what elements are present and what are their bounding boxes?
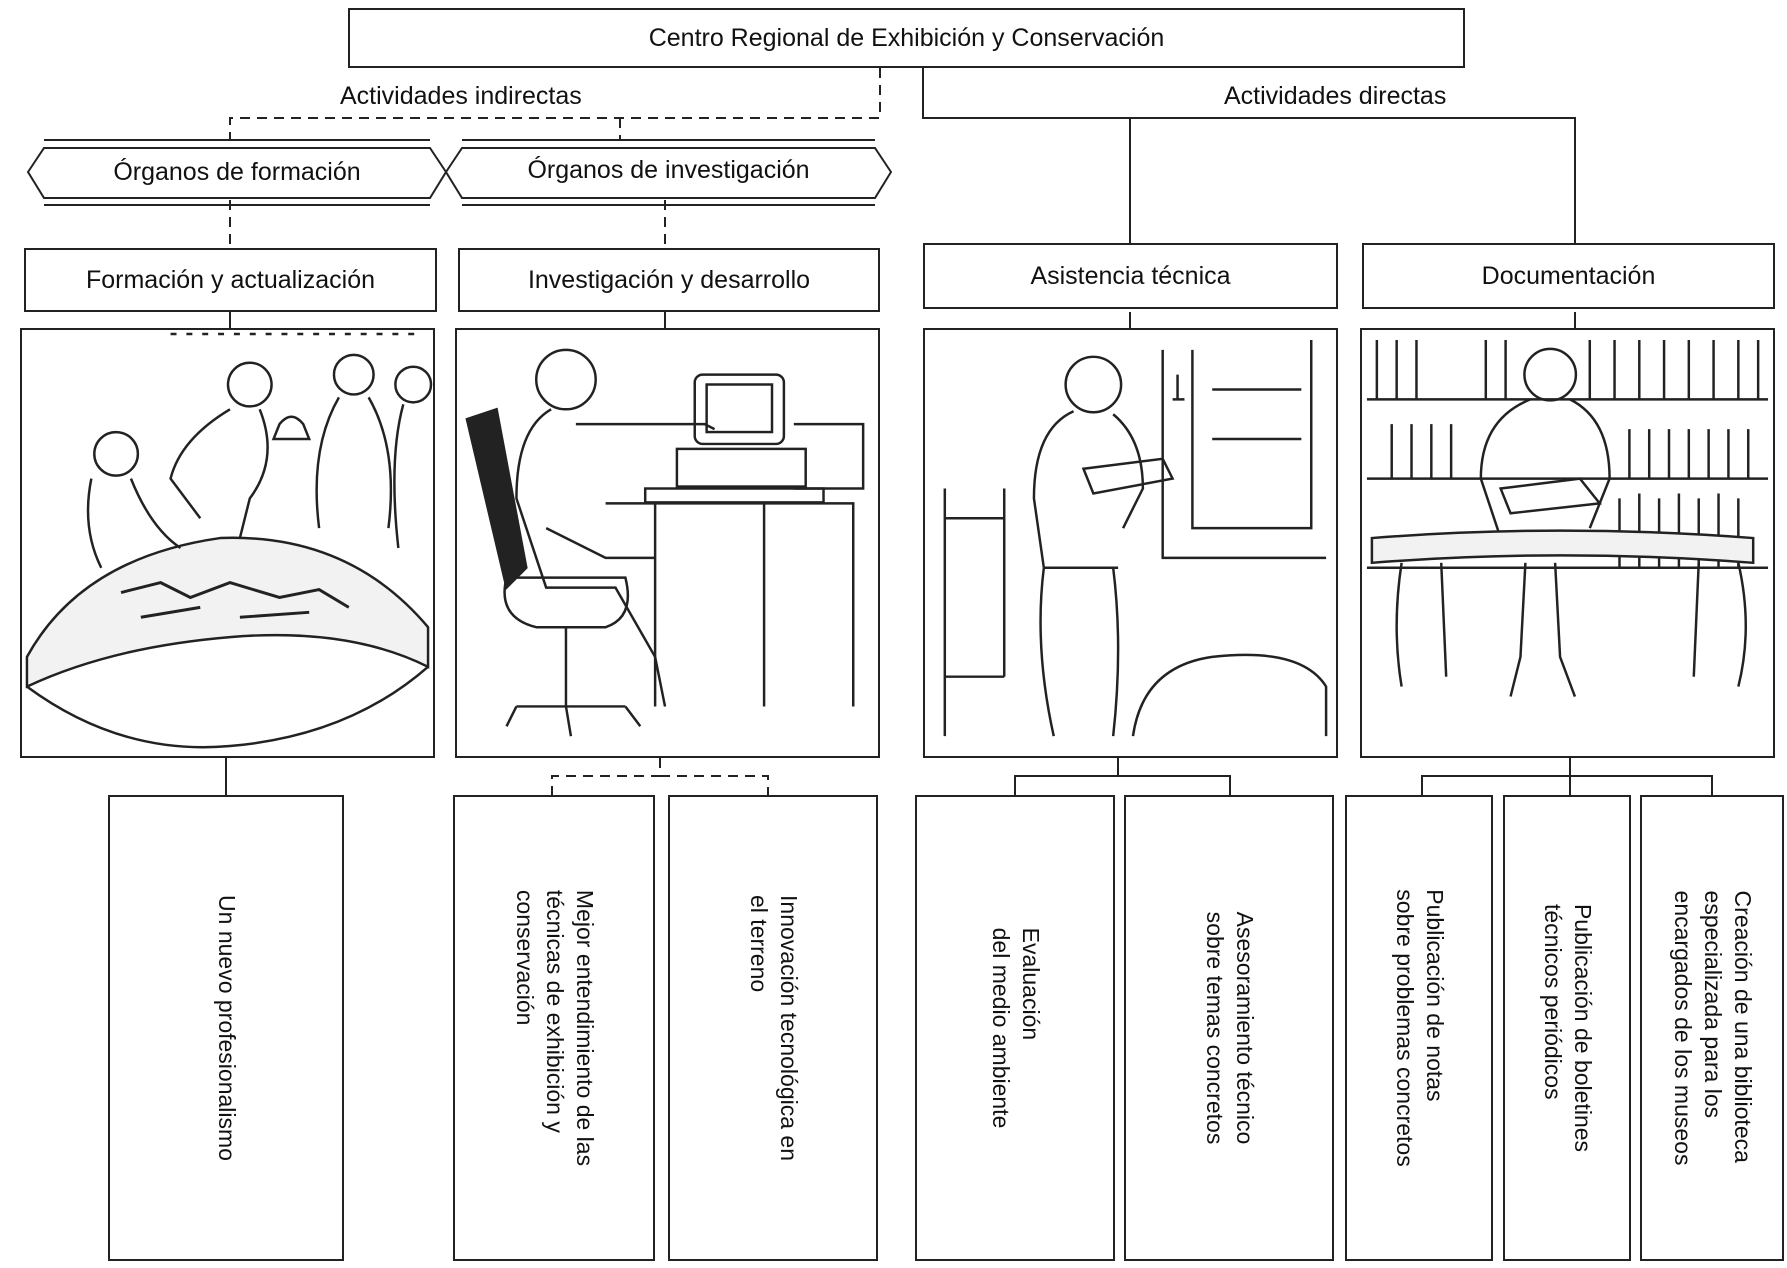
root-title: Centro Regional de Exhibición y Conserva… xyxy=(648,24,1165,52)
area-research-label: Investigación y desarrollo xyxy=(527,266,811,294)
outcome-innovation-box: Innovación tecnológica en el terreno xyxy=(668,795,878,1261)
organ-ribbon-research xyxy=(444,147,893,199)
outcome-understanding-text: Mejor entendimiento de las técnicas de e… xyxy=(512,889,598,1167)
outcome-professionalism-box: Un nuevo profesionalismo xyxy=(108,795,344,1261)
area-assistance-box: Asistencia técnica xyxy=(923,243,1338,309)
area-research-box: Investigación y desarrollo xyxy=(458,248,880,312)
area-training-label: Formación y actualización xyxy=(85,266,375,294)
library-documentation-illustration xyxy=(1360,328,1775,758)
technical-assistance-illustration xyxy=(923,328,1338,758)
area-documentation-box: Documentación xyxy=(1362,243,1775,309)
outcome-notes-text: Publicación de notas sobre problemas con… xyxy=(1392,889,1448,1167)
computer-research-illustration xyxy=(455,328,880,758)
outcome-environment-text: Evaluación del medio ambiente xyxy=(988,927,1044,1129)
organ-research-label: Órganos de investigación xyxy=(527,156,810,184)
outcome-advice-box: Asesoramiento técnico sobre temas concre… xyxy=(1124,795,1334,1261)
direct-activities-label: Actividades directas xyxy=(1224,82,1447,110)
outcome-connector-3 xyxy=(1014,758,1231,795)
outcome-connector-2 xyxy=(551,758,769,795)
outcome-connector-4 xyxy=(1421,758,1713,795)
organ-training-label: Órganos de formación xyxy=(113,158,361,186)
outcome-innovation-text: Innovación tecnológica en el terreno xyxy=(746,895,802,1161)
outcome-notes-box: Publicación de notas sobre problemas con… xyxy=(1345,795,1493,1261)
indirect-activities-label: Actividades indirectas xyxy=(340,82,582,110)
outcome-environment-box: Evaluación del medio ambiente xyxy=(915,795,1115,1261)
outcome-advice-text: Asesoramiento técnico sobre temas concre… xyxy=(1202,911,1258,1145)
outcome-bulletins-text: Publicación de boletines técnicos periód… xyxy=(1540,903,1596,1153)
training-group-illustration xyxy=(20,328,435,758)
area-documentation-label: Documentación xyxy=(1481,262,1656,290)
outcome-understanding-box: Mejor entendimiento de las técnicas de e… xyxy=(453,795,655,1261)
area-assistance-label: Asistencia técnica xyxy=(1030,262,1231,290)
area-training-box: Formación y actualización xyxy=(24,248,437,312)
direct-connector xyxy=(922,68,1576,243)
indirect-connector xyxy=(229,68,881,140)
outcome-bulletins-box: Publicación de boletines técnicos periód… xyxy=(1503,795,1631,1261)
outcome-library-text: Creación de una biblioteca especializada… xyxy=(1670,890,1756,1166)
outcome-professionalism-text: Un nuevo profesionalismo xyxy=(213,895,240,1161)
root-title-box: Centro Regional de Exhibición y Conserva… xyxy=(348,8,1465,68)
outcome-library-box: Creación de una biblioteca especializada… xyxy=(1640,795,1784,1261)
